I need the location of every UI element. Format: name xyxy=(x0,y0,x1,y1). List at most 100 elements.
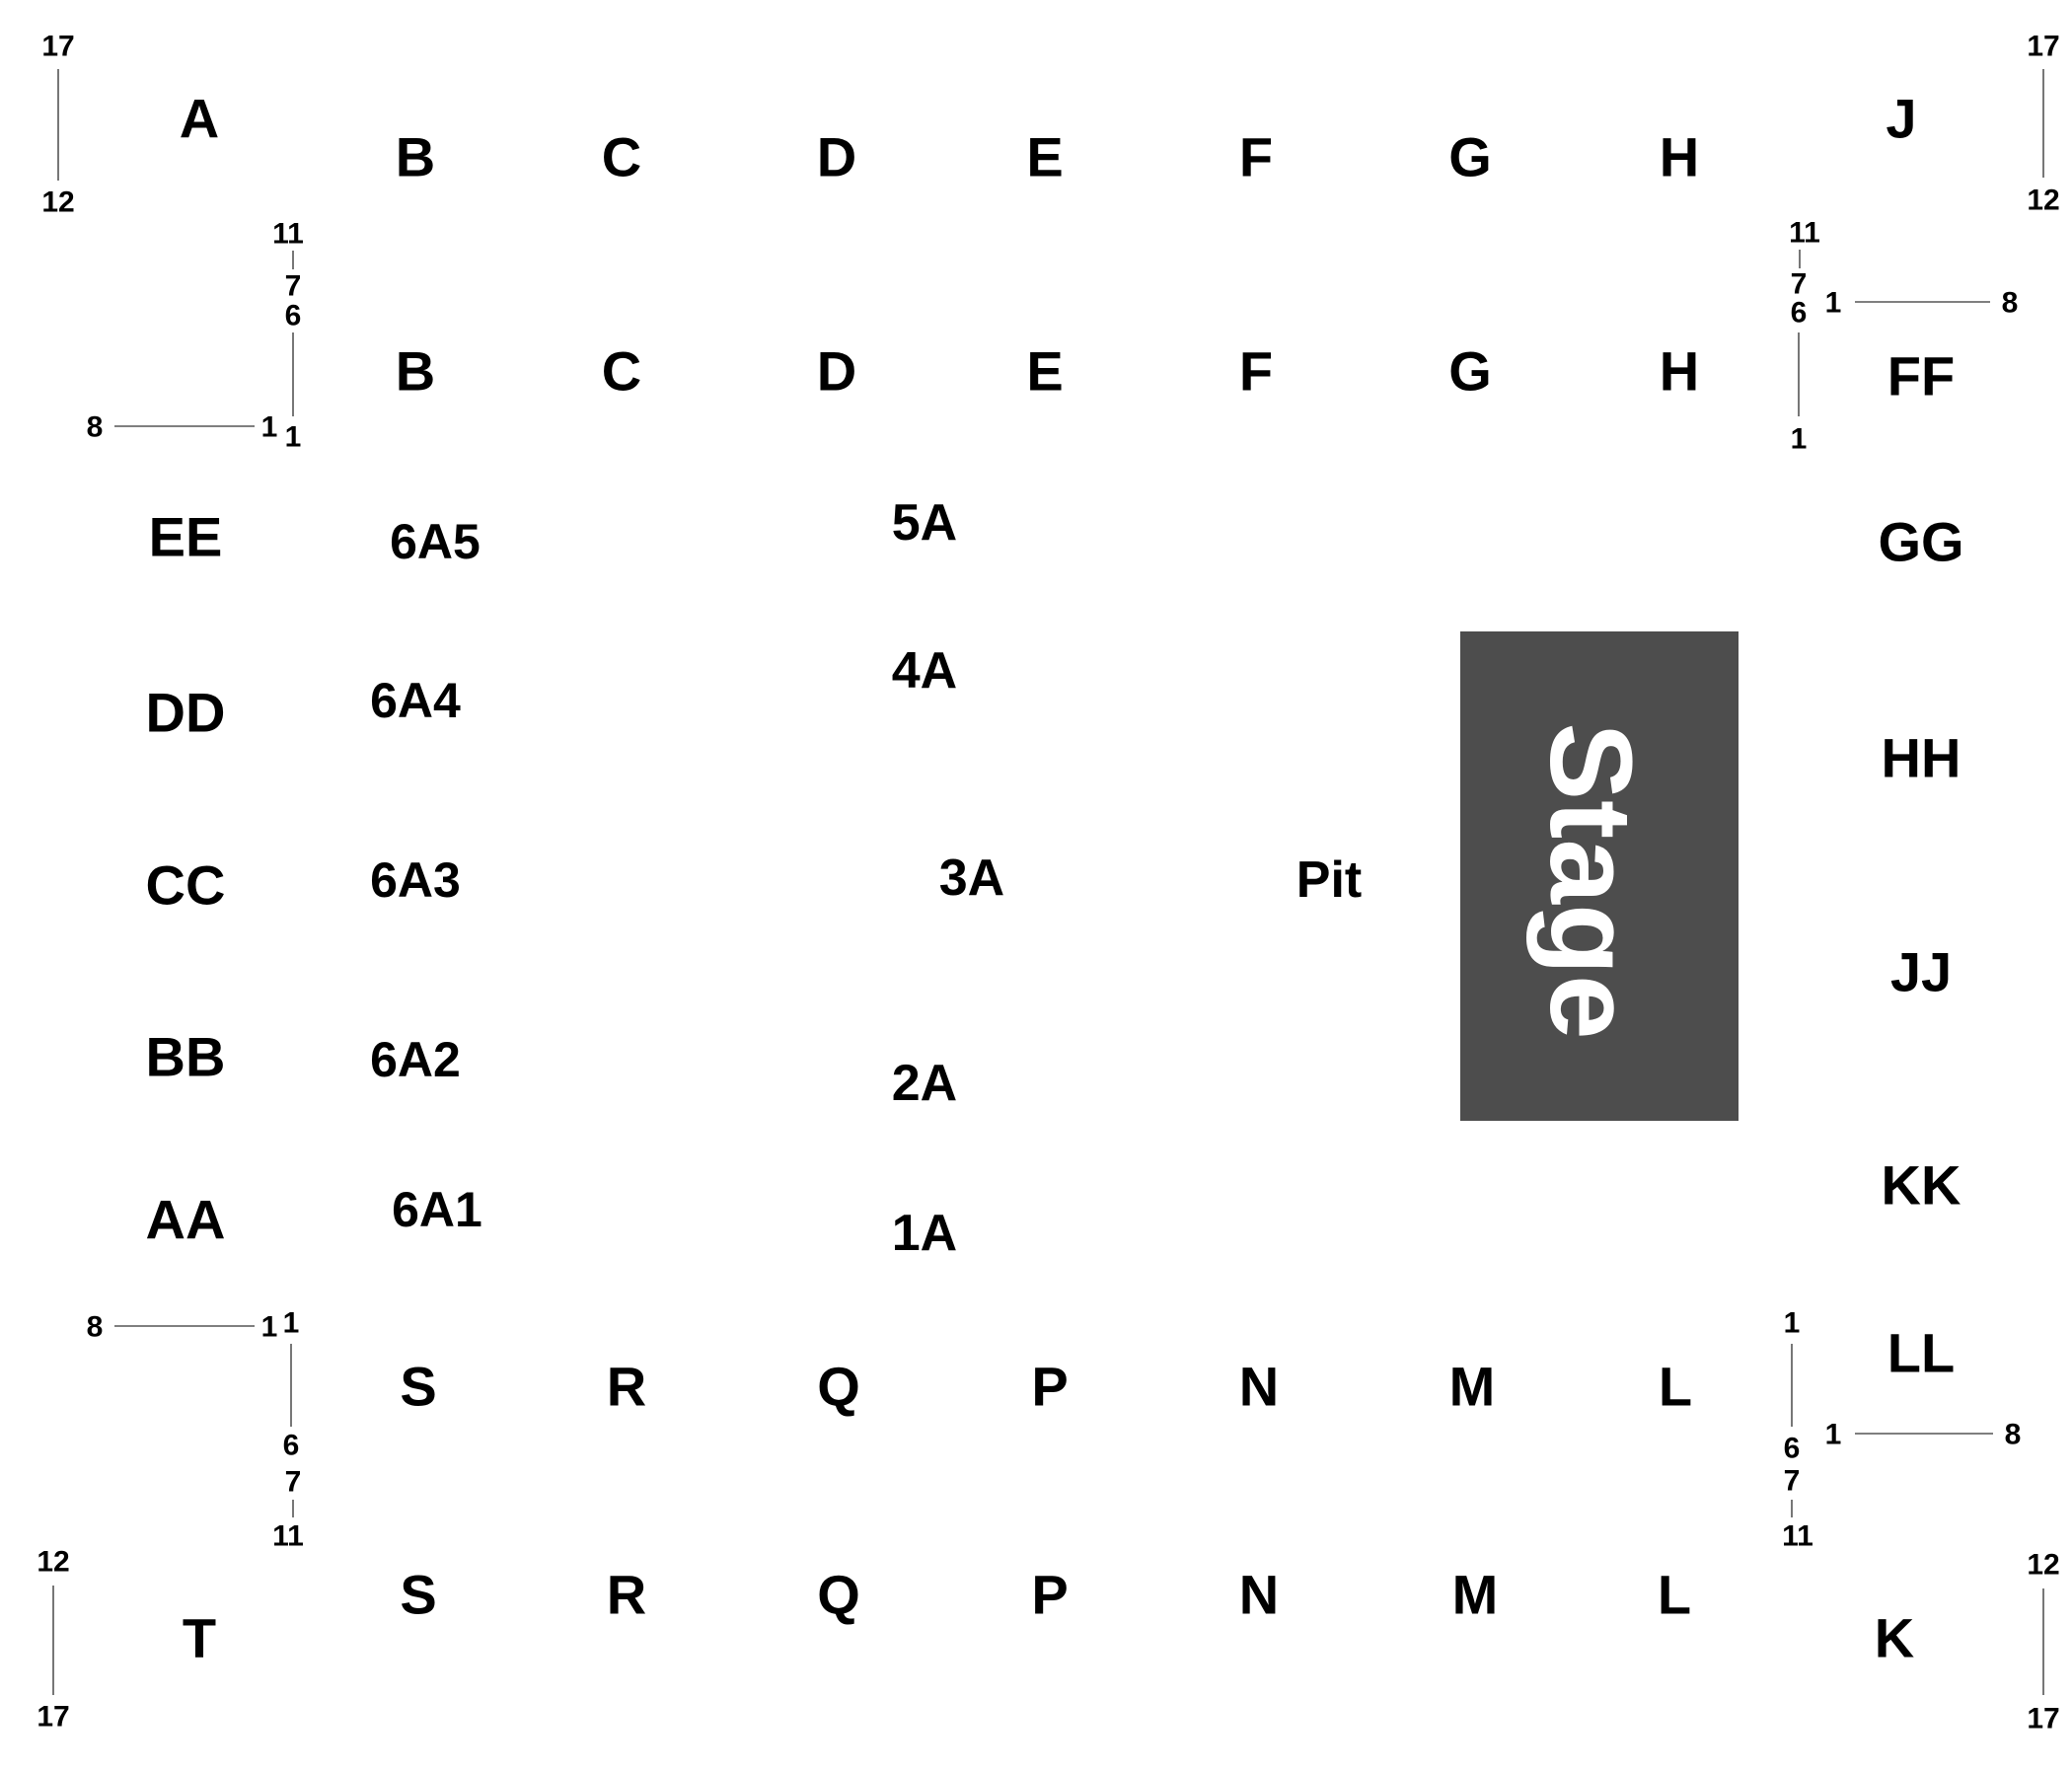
section-label: JJ xyxy=(1890,941,1952,1003)
marker-number: 11 xyxy=(272,218,304,251)
section-label: P xyxy=(1031,1356,1068,1418)
marker-number: 7 xyxy=(1784,1465,1801,1498)
section-label: E xyxy=(1026,340,1063,403)
inner-left-column: 6A5 6A4 6A3 6A2 6A1 xyxy=(370,514,482,1237)
marker-number: 1 xyxy=(1791,423,1808,456)
section-label: KK xyxy=(1882,1154,1961,1217)
section-label: H xyxy=(1660,340,1699,403)
upper-right-marker: 11 7 6 1 1 8 xyxy=(1789,217,2018,456)
section-label: S xyxy=(400,1356,436,1418)
marker-number: 11 xyxy=(1789,217,1820,250)
section-label: S xyxy=(400,1564,436,1626)
section-label: C xyxy=(602,340,641,403)
section-label: B xyxy=(396,126,435,188)
section-label: L xyxy=(1658,1564,1691,1626)
section-label: 2A xyxy=(892,1055,957,1112)
marker-number: 6 xyxy=(1784,1433,1801,1465)
marker-number: 1 xyxy=(285,421,302,454)
marker-number: 17 xyxy=(2027,1703,2059,1735)
marker-number: 1 xyxy=(1825,287,1842,320)
left-column: EE DD CC BB AA xyxy=(146,506,226,1251)
section-label: L xyxy=(1659,1356,1692,1418)
section-label: C xyxy=(602,126,641,188)
marker-number: 17 xyxy=(41,31,74,63)
section-label: EE xyxy=(149,506,223,568)
marker-number: 12 xyxy=(2027,1549,2059,1582)
section-j: J xyxy=(1886,88,1916,150)
marker-number: 6 xyxy=(285,300,302,332)
section-label: 6A1 xyxy=(392,1182,482,1237)
section-a: A xyxy=(180,88,219,150)
section-label: AA xyxy=(146,1189,226,1251)
section-label: Q xyxy=(817,1356,860,1418)
section-label: 3A xyxy=(939,849,1004,907)
section-label: 1A xyxy=(892,1205,957,1262)
section-label: 6A5 xyxy=(390,514,481,569)
center-column: 5A 4A 3A 2A 1A xyxy=(892,494,1004,1262)
marker-number: 6 xyxy=(1791,297,1808,330)
marker-number: 8 xyxy=(2002,287,2019,320)
marker-number: 8 xyxy=(2005,1419,2022,1451)
marker-number: 12 xyxy=(2027,185,2059,217)
marker-number: 11 xyxy=(272,1520,304,1553)
section-label: 5A xyxy=(892,494,957,552)
bottom-row-2: S R Q P N M L xyxy=(400,1564,1691,1626)
marker-number: 1 xyxy=(1825,1419,1842,1451)
section-t: T xyxy=(183,1607,216,1669)
section-label: P xyxy=(1031,1564,1068,1626)
section-label: LL xyxy=(1887,1322,1955,1384)
bottom-row-1: S R Q P N M L xyxy=(400,1356,1692,1418)
marker-number: 11 xyxy=(1782,1520,1813,1553)
pit-label: Pit xyxy=(1296,851,1362,909)
marker-number: 17 xyxy=(2027,31,2059,63)
marker-number: 1 xyxy=(1784,1307,1801,1340)
marker-number: 1 xyxy=(283,1307,300,1340)
section-label: N xyxy=(1239,1356,1279,1418)
marker-number: 7 xyxy=(285,1466,302,1499)
marker-number: 7 xyxy=(285,270,302,303)
section-label: DD xyxy=(146,682,226,744)
marker-number: 8 xyxy=(87,1311,104,1344)
section-label: D xyxy=(817,126,856,188)
right-column: FF GG HH JJ KK LL xyxy=(1878,345,1963,1384)
marker-number: 12 xyxy=(41,186,74,219)
corner-top-left-marker: 17 12 xyxy=(41,31,74,219)
marker-number: 7 xyxy=(1791,268,1808,301)
section-label: 6A2 xyxy=(370,1032,461,1087)
top-row-2: B C D E F G H xyxy=(396,340,1699,403)
section-label: M xyxy=(1449,1356,1496,1418)
section-label: H xyxy=(1660,126,1699,188)
corner-bottom-right-marker: 12 17 xyxy=(2027,1549,2059,1735)
marker-number: 1 xyxy=(261,1311,278,1344)
section-label: 6A3 xyxy=(370,852,461,908)
section-label: D xyxy=(817,340,856,403)
marker-number: 17 xyxy=(37,1701,69,1734)
top-row-1: B C D E F G H xyxy=(396,126,1699,188)
section-label: G xyxy=(1448,126,1492,188)
stage-block xyxy=(1460,631,1739,1121)
corner-bottom-left-marker: 12 17 xyxy=(37,1546,69,1734)
section-label: F xyxy=(1239,340,1273,403)
section-label: 6A4 xyxy=(370,673,461,728)
marker-number: 12 xyxy=(37,1546,69,1579)
stage-label: Stage xyxy=(1525,722,1656,1039)
section-label: BB xyxy=(146,1026,226,1088)
section-label: M xyxy=(1452,1564,1499,1626)
upper-left-marker: 11 7 6 1 8 1 xyxy=(87,218,304,454)
section-label: B xyxy=(396,340,435,403)
section-label: 4A xyxy=(892,642,957,700)
section-label: R xyxy=(607,1356,646,1418)
marker-number: 1 xyxy=(261,411,278,444)
section-label: G xyxy=(1448,340,1492,403)
section-label: Q xyxy=(817,1564,860,1626)
section-label: HH xyxy=(1882,727,1961,789)
section-label: GG xyxy=(1878,511,1963,573)
section-label: FF xyxy=(1887,345,1955,407)
section-label: CC xyxy=(146,854,226,917)
lower-left-marker: 8 1 1 6 7 11 xyxy=(87,1307,304,1553)
section-label: N xyxy=(1239,1564,1279,1626)
marker-number: 8 xyxy=(87,411,104,444)
marker-number: 6 xyxy=(283,1430,300,1462)
corner-top-right-marker: 17 12 xyxy=(2027,31,2059,217)
